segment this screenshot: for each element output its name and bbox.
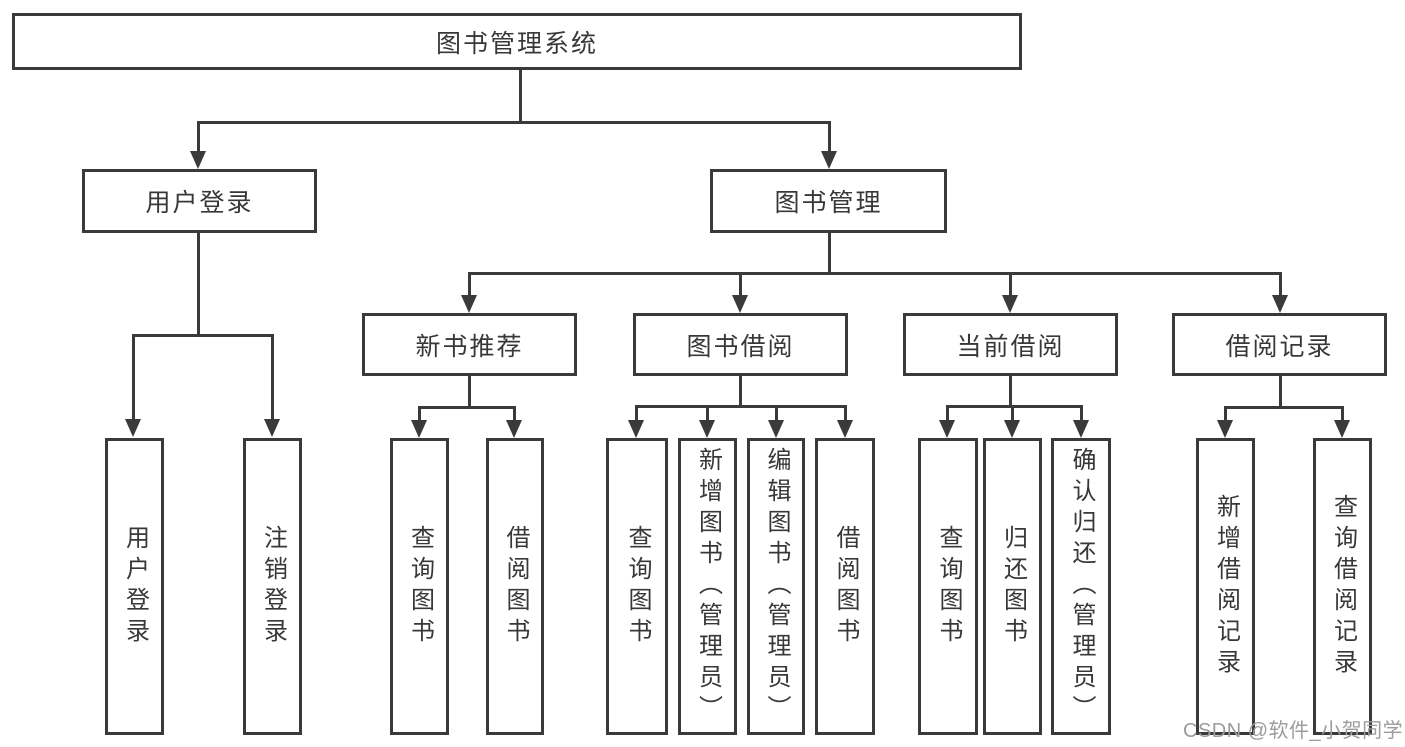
leaf-add-books-admin: 新增图书（管理员） (678, 438, 737, 735)
connector-line (197, 233, 200, 336)
arrowhead-down-icon (125, 419, 141, 437)
arrowhead-down-icon (411, 420, 427, 438)
connector-line (468, 376, 471, 408)
leaf-borrow-books: 借阅图书 (815, 438, 875, 735)
arrowhead-down-icon (699, 420, 715, 438)
connector-line (635, 407, 638, 421)
connector-line (513, 408, 516, 421)
connector-line (1009, 376, 1012, 407)
connector-line (468, 272, 1282, 275)
connector-line (828, 233, 831, 274)
node-new-book-recommendation: 新书推荐 (362, 313, 577, 376)
node-label: 查询图书 (935, 524, 962, 649)
node-label: 借阅图书 (832, 524, 859, 649)
node-label: 新书推荐 (415, 332, 524, 361)
connector-line (1011, 407, 1014, 421)
arrowhead-down-icon (821, 151, 837, 169)
node-label: 注销登录 (259, 524, 287, 649)
arrowhead-down-icon (939, 420, 955, 438)
connector-line (468, 274, 471, 296)
connector-line (775, 407, 778, 421)
connector-line (1279, 376, 1282, 408)
connector-line (739, 376, 742, 407)
connector-line (519, 70, 522, 123)
connector-line (1224, 406, 1344, 409)
arrowhead-down-icon (506, 420, 522, 438)
connector-line (418, 406, 516, 409)
arrowhead-down-icon (1002, 295, 1018, 313)
leaf-query-books-recommend: 查询图书 (390, 438, 449, 735)
leaf-query-books-borrowing: 查询图书 (606, 438, 668, 735)
leaf-borrow-books-recommend: 借阅图书 (486, 438, 544, 735)
arrowhead-down-icon (264, 419, 280, 437)
node-label: 归还图书 (999, 524, 1027, 649)
node-user-login: 用户登录 (82, 169, 317, 233)
csdn-watermark: CSDN @软件_小贺同学 (1183, 720, 1404, 742)
leaf-return-books: 归还图书 (983, 438, 1042, 735)
arrowhead-down-icon (190, 151, 206, 169)
arrowhead-down-icon (628, 420, 644, 438)
connector-line (132, 336, 135, 420)
connector-line (271, 336, 274, 420)
node-label: 用户登录 (121, 524, 149, 649)
leaf-confirm-return-admin: 确认归还（管理员） (1051, 438, 1111, 735)
connector-line (197, 121, 831, 124)
node-library-management-system: 图书管理系统 (12, 13, 1022, 70)
node-borrowing-records: 借阅记录 (1172, 313, 1387, 376)
arrowhead-down-icon (461, 295, 477, 313)
arrowhead-down-icon (837, 420, 853, 438)
node-label: 新增图书（管理员） (694, 447, 722, 726)
leaf-user-login: 用户登录 (105, 438, 164, 735)
connector-line (1080, 407, 1083, 421)
leaf-query-books-current: 查询图书 (918, 438, 978, 735)
connector-line (706, 407, 709, 421)
connector-line (132, 334, 274, 337)
node-label: 查询借阅记录 (1329, 493, 1357, 680)
connector-line (739, 274, 742, 296)
node-book-management: 图书管理 (710, 169, 947, 233)
leaf-edit-books-admin: 编辑图书（管理员） (747, 438, 805, 735)
arrowhead-down-icon (768, 420, 784, 438)
node-label: 编辑图书（管理员） (763, 447, 790, 726)
connector-line (946, 407, 949, 421)
leaf-logout: 注销登录 (243, 438, 302, 735)
connector-line (844, 407, 847, 421)
connector-line (1009, 274, 1012, 296)
connector-line (418, 408, 421, 421)
node-label: 当前借阅 (956, 332, 1065, 361)
node-label: 新增借阅记录 (1212, 493, 1240, 680)
connector-line (1341, 408, 1344, 421)
node-label: 查询图书 (406, 524, 434, 649)
node-label: 借阅图书 (502, 524, 529, 649)
node-current-borrowing: 当前借阅 (903, 313, 1118, 376)
node-label: 图书管理系统 (435, 29, 598, 58)
node-label: 查询图书 (624, 524, 651, 649)
node-label: 用户登录 (145, 189, 254, 217)
connector-line (635, 405, 847, 408)
node-book-borrowing: 图书借阅 (633, 313, 848, 376)
arrowhead-down-icon (1272, 295, 1288, 313)
node-label: 图书借阅 (686, 332, 795, 361)
node-label: 图书管理 (774, 189, 883, 217)
arrowhead-down-icon (1004, 420, 1020, 438)
leaf-add-borrow-record: 新增借阅记录 (1196, 438, 1255, 735)
arrowhead-down-icon (1073, 420, 1089, 438)
connector-line (1224, 408, 1227, 421)
node-label: 确认归还（管理员） (1068, 447, 1095, 726)
arrowhead-down-icon (732, 295, 748, 313)
connector-line (197, 123, 200, 152)
connector-line (946, 405, 1083, 408)
connector-line (1279, 274, 1282, 296)
arrowhead-down-icon (1217, 420, 1233, 438)
arrowhead-down-icon (1334, 420, 1350, 438)
node-label: 借阅记录 (1225, 332, 1334, 361)
leaf-query-borrow-record: 查询借阅记录 (1313, 438, 1372, 735)
connector-line (828, 123, 831, 152)
